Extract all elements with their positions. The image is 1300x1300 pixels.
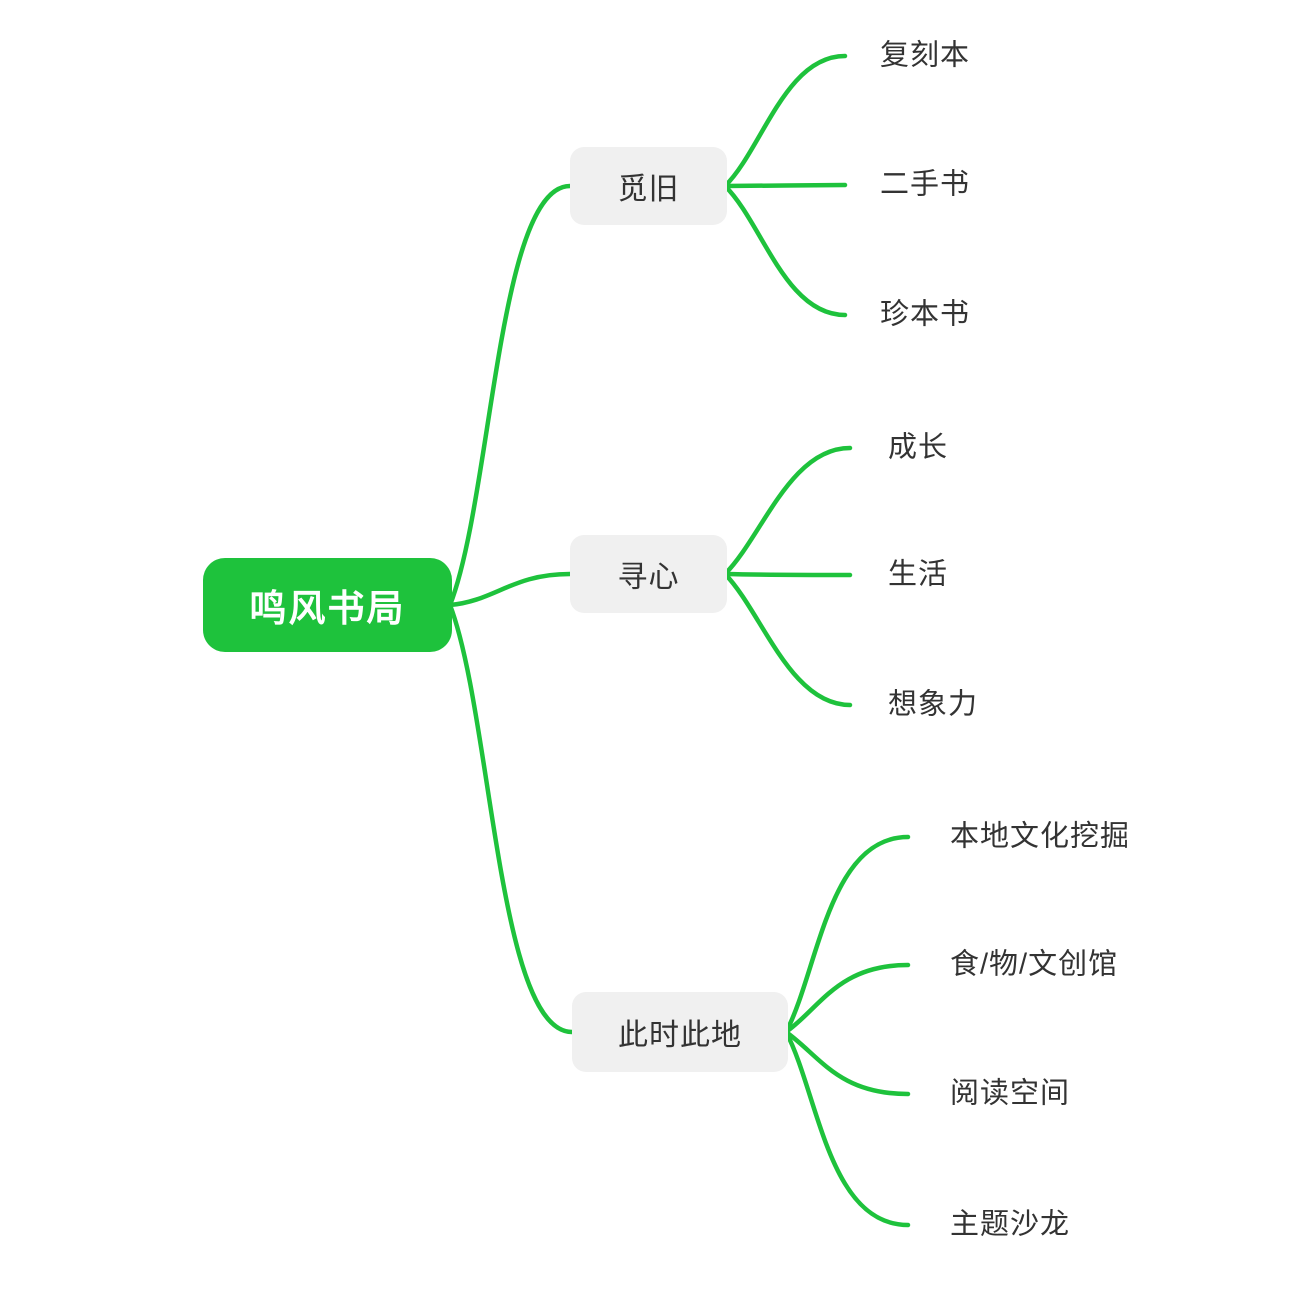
edge-branch-1-leaf-1 <box>722 571 853 578</box>
branch-node-2-label: 此时此地 <box>618 1019 742 1052</box>
leaf-node-1-0[interactable]: 成长 <box>888 431 949 464</box>
leaf-node-2-1[interactable]: 食/物/文创馆 <box>950 948 1119 981</box>
root-node-label: 鸣风书局 <box>249 588 406 629</box>
edge-branch-2-leaf-2 <box>783 1029 911 1097</box>
edge-branch-0-leaf-2 <box>722 183 848 318</box>
edge-root-to-branch-2 <box>447 602 575 1035</box>
edge-branch-1-leaf-2 <box>722 571 853 708</box>
leaf-node-0-0[interactable]: 复刻本 <box>880 39 971 72</box>
branch-node-1-label: 寻心 <box>617 561 680 594</box>
root-node[interactable]: 鸣风书局 <box>203 558 452 652</box>
branch-node-0-label: 觅旧 <box>617 173 680 206</box>
edge-branch-2-leaf-1 <box>783 962 911 1035</box>
leaf-node-1-2[interactable]: 想象力 <box>888 688 979 721</box>
edge-root-to-branch-0 <box>447 183 573 608</box>
leaf-node-1-1[interactable]: 生活 <box>888 558 949 591</box>
branch-node-0[interactable]: 觅旧 <box>570 147 727 225</box>
edge-branch-0-leaf-0 <box>722 53 848 189</box>
edge-root-to-branch-1 <box>447 571 573 608</box>
edge-branch-2-leaf-3 <box>783 1029 911 1228</box>
edge-branch-2-leaf-0 <box>783 834 911 1035</box>
branch-node-2[interactable]: 此时此地 <box>572 992 788 1072</box>
leaf-node-2-2[interactable]: 阅读空间 <box>950 1077 1071 1110</box>
branch-node-1[interactable]: 寻心 <box>570 535 727 613</box>
edge-branch-0-leaf-1 <box>722 182 848 189</box>
leaf-node-0-2[interactable]: 珍本书 <box>880 298 971 331</box>
leaf-node-2-3[interactable]: 主题沙龙 <box>950 1208 1071 1241</box>
leaf-node-0-1[interactable]: 二手书 <box>880 168 971 201</box>
leaf-node-2-0[interactable]: 本地文化挖掘 <box>950 820 1131 853</box>
edge-branch-1-leaf-0 <box>722 445 853 577</box>
